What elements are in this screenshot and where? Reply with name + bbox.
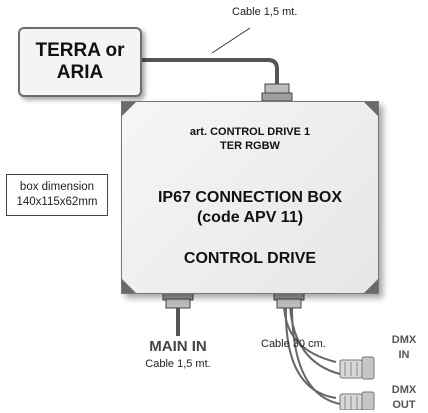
dimension-line2: 140x115x62mm [16,196,98,208]
box-art-line2: TER RGBW [220,140,280,152]
top-cable-leader [211,27,251,54]
main-in-label: MAIN IN [149,338,207,355]
dimension-line1: box dimension [19,181,95,193]
dmx-in-line1: DMX [391,334,417,346]
terra-aria-box: TERRA or ARIA [18,27,142,97]
cable-30-label: Cable 30 cm. [261,338,326,350]
corner-br-icon [364,279,378,293]
box-title-line1: IP67 CONNECTION BOX [157,189,343,206]
dimension-box: box dimension 140x115x62mm [6,174,108,216]
top-cable-label: Cable 1,5 mt. [232,6,298,18]
main-in-gland-icon [162,291,194,309]
terra-cable [140,58,279,84]
dmx-out-line1: DMX [391,384,417,396]
top-gland-icon [261,83,293,102]
connection-box: art. CONTROL DRIVE 1 TER RGBW IP67 CONNE… [121,101,379,294]
dmx-out-connector-icon [339,391,375,410]
box-title-line2: (code APV 11) [196,209,304,226]
corner-tr-icon [364,102,378,116]
corner-bl-icon [122,279,136,293]
dmx-in-connector-icon [339,356,375,380]
box-subtitle: CONTROL DRIVE [183,250,317,267]
dmx-gland-icon [273,291,305,309]
box-corners [122,102,378,293]
dmx-in-line2: IN [398,349,410,361]
dmx-out-cable-2 [291,305,341,405]
corner-tl-icon [122,102,136,116]
dmx-out-line2: OUT [392,399,416,411]
dmx-out-cable [284,305,337,399]
dmx-in-label: DMX IN [386,333,422,363]
main-in-cable-label: Cable 1,5 mt. [145,358,211,370]
box-art-line1: art. CONTROL DRIVE 1 [189,126,311,138]
dmx-out-label: DMX OUT [386,383,422,413]
